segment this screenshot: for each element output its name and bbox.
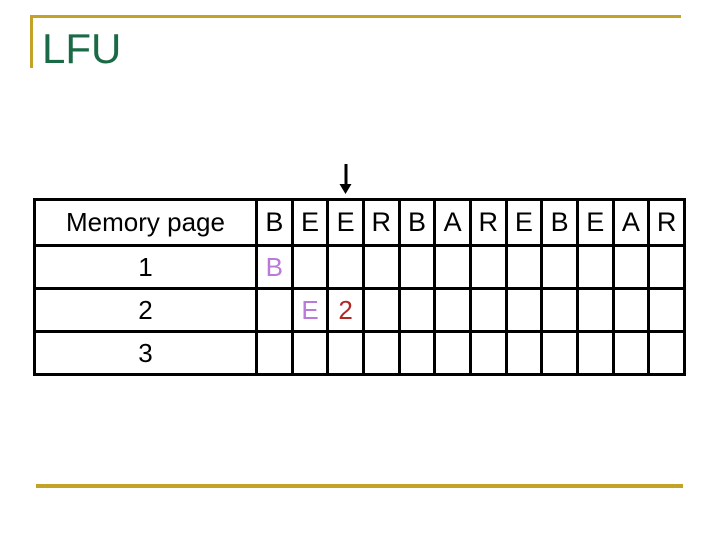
frame-cell-3-6 bbox=[468, 330, 508, 376]
frame-cell-1-3 bbox=[361, 244, 401, 290]
frame-cell-2-2: 2 bbox=[326, 287, 365, 333]
frame-cell-3-4 bbox=[397, 330, 437, 376]
down-arrow-shaft bbox=[344, 164, 348, 184]
reference-cell-0: B bbox=[255, 198, 294, 247]
reference-cell-5: A bbox=[433, 198, 472, 247]
frame-cell-2-0 bbox=[255, 287, 294, 333]
reference-cell-1: E bbox=[290, 198, 330, 247]
frame-cell-2-5 bbox=[433, 287, 472, 333]
frame-cell-3-11 bbox=[647, 330, 686, 376]
reference-cell-6: R bbox=[468, 198, 508, 247]
reference-cell-11: R bbox=[647, 198, 686, 247]
frame-cell-1-9 bbox=[575, 244, 615, 290]
frame-cell-1-11 bbox=[647, 244, 686, 290]
frame-cell-2-8 bbox=[540, 287, 579, 333]
frame-cell-2-9 bbox=[575, 287, 615, 333]
memory-page-header-cell: Memory page bbox=[33, 198, 258, 247]
frame-cell-3-0 bbox=[255, 330, 294, 376]
frame-cell-3-3 bbox=[361, 330, 401, 376]
frame-cell-2-11 bbox=[647, 287, 686, 333]
frame-label: 2 bbox=[33, 287, 258, 333]
reference-cell-8: B bbox=[540, 198, 579, 247]
reference-cell-4: B bbox=[397, 198, 437, 247]
frame-cell-3-7 bbox=[504, 330, 544, 376]
frame-cell-2-3 bbox=[361, 287, 401, 333]
frame-cell-2-10 bbox=[611, 287, 651, 333]
frame-cell-1-1 bbox=[290, 244, 330, 290]
frame-cell-1-6 bbox=[468, 244, 508, 290]
bottom-accent-rule bbox=[36, 484, 683, 488]
frame-cell-3-5 bbox=[433, 330, 472, 376]
reference-cell-9: E bbox=[575, 198, 615, 247]
frame-cell-3-10 bbox=[611, 330, 651, 376]
frame-cell-1-0: B bbox=[255, 244, 294, 290]
reference-cell-7: E bbox=[504, 198, 544, 247]
frame-cell-2-4 bbox=[397, 287, 437, 333]
frame-cell-1-5 bbox=[433, 244, 472, 290]
frame-cell-1-2 bbox=[326, 244, 365, 290]
frame-cell-2-1: E bbox=[290, 287, 330, 333]
frame-cell-2-7 bbox=[504, 287, 544, 333]
frame-cell-3-1 bbox=[290, 330, 330, 376]
left-accent-rule bbox=[30, 15, 33, 68]
down-arrow-icon bbox=[339, 164, 352, 194]
frame-cell-3-2 bbox=[326, 330, 365, 376]
frame-cell-3-9 bbox=[575, 330, 615, 376]
frame-cell-3-8 bbox=[540, 330, 579, 376]
frame-label: 3 bbox=[33, 330, 258, 376]
frame-row-3: 3 bbox=[33, 330, 686, 376]
frame-cell-1-8 bbox=[540, 244, 579, 290]
frame-cell-1-10 bbox=[611, 244, 651, 290]
reference-cell-2: E bbox=[326, 198, 365, 247]
page-title: LFU bbox=[42, 25, 122, 72]
reference-cell-10: A bbox=[611, 198, 651, 247]
top-accent-rule bbox=[30, 15, 681, 18]
down-arrow-head bbox=[339, 184, 352, 194]
frame-cell-2-6 bbox=[468, 287, 508, 333]
reference-cell-3: R bbox=[361, 198, 401, 247]
frame-cell-1-4 bbox=[397, 244, 437, 290]
frame-label: 1 bbox=[33, 244, 258, 290]
frame-cell-1-7 bbox=[504, 244, 544, 290]
